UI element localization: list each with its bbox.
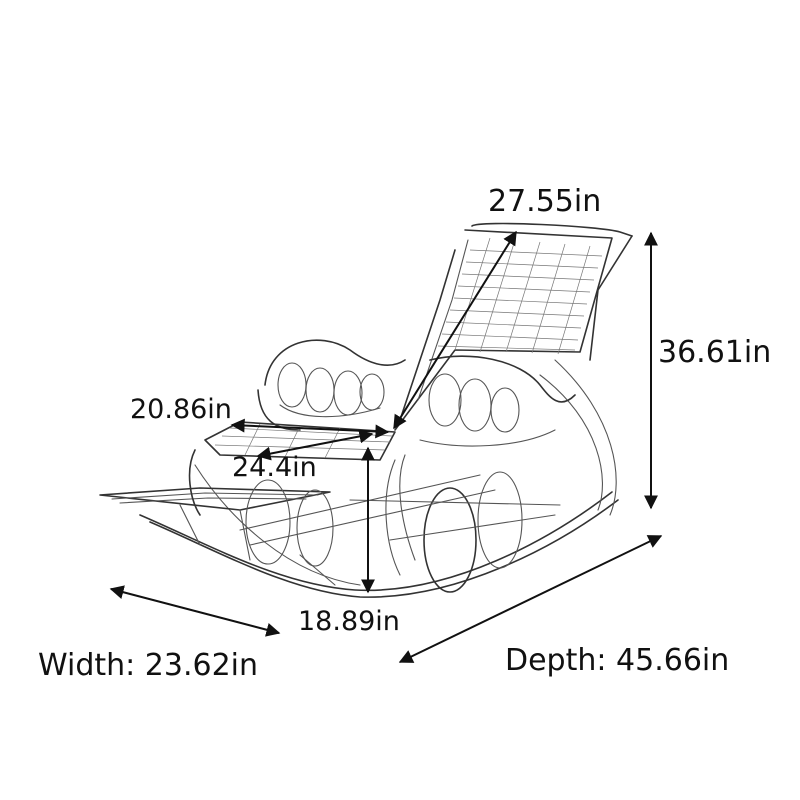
width-label: Width: 23.62in (38, 648, 258, 683)
total-height-label: 36.61in (658, 335, 771, 370)
back-height-label: 27.55in (488, 184, 601, 219)
dimension-labels: 27.55in 36.61in 20.86in 24.4in 18.89in W… (38, 184, 771, 683)
back-height-line (393, 230, 517, 430)
dimension-lines (109, 230, 663, 663)
seat-depth-line (256, 429, 374, 461)
depth-line (398, 535, 663, 663)
depth-label: Depth: 45.66in (505, 643, 729, 678)
width-line (109, 585, 281, 637)
seat-height-label: 18.89in (298, 606, 400, 637)
seat-depth-label: 24.4in (232, 452, 317, 483)
seat-width-label: 20.86in (130, 394, 232, 425)
